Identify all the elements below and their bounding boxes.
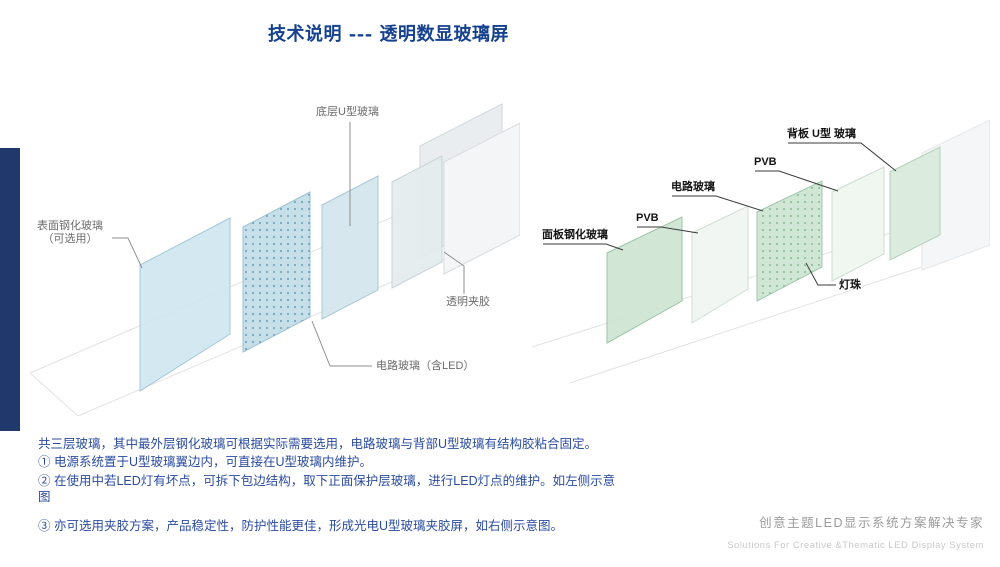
label-surface-tempered-glass: 表面钢化玻璃 （可选用） bbox=[37, 220, 103, 246]
left-accent-bar bbox=[0, 148, 20, 431]
label-panel-tempered-glass: 面板钢化玻璃 bbox=[542, 229, 608, 241]
glass-panel-circuit bbox=[756, 180, 823, 302]
left-diagram: 底层U型玻璃 表面钢化玻璃 （可选用） 透明夹胶 电路玻璃（含LED） bbox=[20, 88, 520, 433]
notes-line-intro: 共三层玻璃，其中最外层钢化玻璃可根据实际需要选用，电路玻璃与背部U型玻璃有结构胶… bbox=[38, 437, 598, 451]
glass-panel-pvb-front bbox=[691, 205, 749, 324]
label-transparent-interlayer: 透明夹胶 bbox=[446, 296, 490, 308]
notes-block: 共三层玻璃，其中最外层钢化玻璃可根据实际需要选用，电路玻璃与背部U型玻璃有结构胶… bbox=[38, 436, 638, 536]
glass-panel-back-u bbox=[889, 146, 941, 261]
leader-lines bbox=[543, 142, 897, 286]
notes-line-1: ① 电源系统置于U型玻璃翼边内，可直接在U型玻璃内维护。 bbox=[38, 455, 373, 470]
label-pvb-front: PVB bbox=[636, 212, 659, 224]
notes-line-2: ② 在使用中若LED灯有坏点，可拆下包边结构，取下正面保护层玻璃，进行LED灯点… bbox=[38, 473, 616, 504]
left-diagram-svg bbox=[29, 103, 520, 417]
label-led-bead: 灯珠 bbox=[839, 279, 861, 291]
label-circuit-glass: 电路玻璃 bbox=[671, 181, 715, 193]
label-bottom-u-glass: 底层U型玻璃 bbox=[316, 106, 379, 118]
label-circuit-glass-led: 电路玻璃（含LED） bbox=[376, 360, 475, 372]
glass-panel-mid bbox=[321, 175, 379, 320]
glass-panel-circuit-led bbox=[242, 191, 311, 353]
label-pvb-back: PVB bbox=[754, 156, 777, 168]
glass-panel-back bbox=[391, 155, 443, 289]
leader-lines bbox=[112, 122, 465, 367]
notes-line-3: ③ 亦可选用夹胶方案，产品稳定性，防护性能更佳，形成光电U型玻璃夹胶屏，如右侧示… bbox=[38, 519, 564, 533]
glass-panel-pvb-back bbox=[831, 166, 885, 282]
right-diagram: 面板钢化玻璃 PVB 电路玻璃 PVB 背板 U型 玻璃 灯珠 bbox=[530, 95, 990, 415]
glass-panel-front-tempered bbox=[139, 217, 231, 392]
label-back-u-glass: 背板 U型 玻璃 bbox=[787, 128, 857, 140]
footer-tagline-en: Solutions For Creative &Thematic LED Dis… bbox=[727, 540, 984, 551]
footer: 创意主题LED显示系统方案解决专家 Solutions For Creative… bbox=[727, 512, 984, 551]
footer-tagline-cn: 创意主题LED显示系统方案解决专家 bbox=[759, 516, 984, 530]
glass-panel-front-tempered bbox=[606, 216, 683, 344]
right-diagram-svg bbox=[531, 119, 990, 384]
page-title: 技术说明 --- 透明数显玻璃屏 bbox=[268, 24, 509, 45]
